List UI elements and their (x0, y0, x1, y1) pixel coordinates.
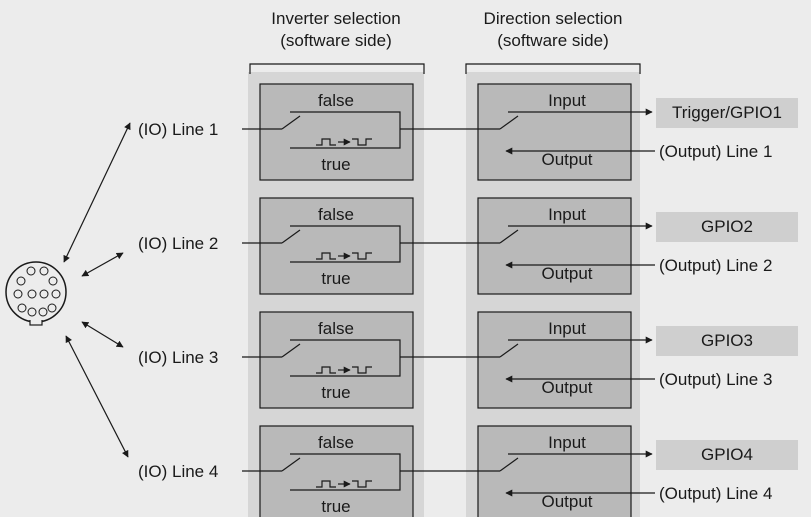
gpio-label: GPIO4 (656, 440, 798, 470)
direction-box (477, 311, 632, 409)
inverter-true-label: true (321, 269, 351, 288)
line-rows (242, 83, 655, 517)
inverter-box (259, 83, 414, 181)
inverter-header-bracket (249, 63, 425, 74)
pulse-symbol-inverted (352, 480, 372, 488)
inverter-switch-blade (281, 229, 301, 244)
connector-icon (5, 261, 67, 326)
connector-arrow-line-4 (65, 335, 129, 458)
direction-input-label: Input (548, 91, 586, 110)
gpio-label: Trigger/GPIO1 (656, 98, 798, 128)
direction-box (477, 197, 632, 295)
direction-switch-blade (499, 343, 519, 358)
output-line-label: (Output) Line 3 (659, 370, 773, 389)
inverter-false-path (290, 453, 401, 471)
connector-arrow-line-3 (81, 321, 124, 348)
inverter-false-label: false (318, 205, 354, 224)
connector-arrow-line-1 (63, 122, 131, 263)
inverter-header-line-2: (software side) (280, 31, 392, 50)
direction-output-label: Output (541, 378, 593, 397)
inverter-switch-blade (281, 343, 301, 358)
inverter-false-path (290, 111, 401, 129)
direction-header: Direction selection (software side) (452, 8, 654, 52)
inverter-true-label: true (321, 383, 351, 402)
pulse-symbol-original (316, 480, 336, 488)
direction-output-label: Output (541, 264, 593, 283)
pulse-symbol-original (316, 366, 336, 374)
direction-input-label: Input (548, 433, 586, 452)
output-line-label: (Output) Line 4 (659, 484, 773, 503)
inverter-false-label: false (318, 433, 354, 452)
pulse-symbol-original (316, 138, 336, 146)
inverter-true-label: true (321, 497, 351, 516)
inverter-true-path (290, 357, 401, 377)
direction-output-label: Output (541, 150, 593, 169)
inverter-false-path (290, 225, 401, 243)
inverter-switch-blade (281, 457, 301, 472)
direction-switch-blade (499, 229, 519, 244)
inverter-true-path (290, 471, 401, 491)
inverter-true-label: true (321, 155, 351, 174)
inverter-true-path (290, 129, 401, 149)
pulse-symbol-inverted (352, 138, 372, 146)
direction-header-bracket (465, 63, 641, 74)
direction-header-line-1: Direction selection (483, 9, 623, 28)
inverter-header: Inverter selection (software side) (236, 8, 436, 52)
gpio-label: GPIO3 (656, 326, 798, 356)
direction-switch-blade (499, 115, 519, 130)
direction-box (477, 425, 632, 517)
inverter-switch-blade (281, 115, 301, 130)
connector-arrow-line-2 (81, 252, 124, 277)
inverter-false-path (290, 339, 401, 357)
direction-output-label: Output (541, 492, 593, 511)
io-line-label: (IO) Line 1 (138, 120, 219, 139)
inverter-box (259, 197, 414, 295)
direction-input-label: Input (548, 205, 586, 224)
pulse-symbol-inverted (352, 252, 372, 260)
output-line-label: (Output) Line 1 (659, 142, 773, 161)
direction-header-line-2: (software side) (497, 31, 609, 50)
pulse-symbol-original (316, 252, 336, 260)
direction-switch-blade (499, 457, 519, 472)
inverter-box (259, 425, 414, 517)
inverter-header-line-1: Inverter selection (271, 9, 401, 28)
direction-box (477, 83, 632, 181)
direction-input-label: Input (548, 319, 586, 338)
output-line-label: (Output) Line 2 (659, 256, 773, 275)
inverter-false-label: false (318, 91, 354, 110)
inverter-box (259, 311, 414, 409)
io-line-label: (IO) Line 3 (138, 348, 219, 367)
pulse-symbol-inverted (352, 366, 372, 374)
inverter-true-path (290, 243, 401, 263)
gpio-label: GPIO2 (656, 212, 798, 242)
io-line-label: (IO) Line 4 (138, 462, 219, 481)
inverter-false-label: false (318, 319, 354, 338)
io-line-label: (IO) Line 2 (138, 234, 219, 253)
